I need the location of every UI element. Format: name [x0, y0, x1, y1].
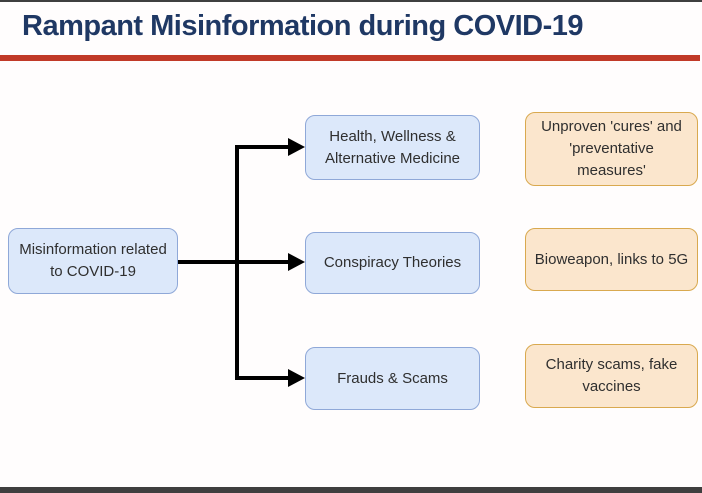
category-node-label: Frauds & Scams [337, 369, 448, 387]
example-node-label: Charity scams, fake vaccines [545, 356, 678, 395]
bottom-edge-bar [0, 487, 702, 493]
example-node-unproven-cures: Unproven 'cures' and 'preventative measu… [525, 112, 698, 186]
title-underline-rule [0, 55, 700, 61]
category-node-label: Conspiracy Theories [323, 254, 462, 272]
top-edge-bar [0, 0, 702, 2]
example-node-label: Bioweapon, links to 5G [534, 250, 689, 268]
page-title: Rampant Misinformation during COVID-19 [22, 10, 584, 42]
example-node-label: Unproven 'cures' and 'preventative measu… [541, 118, 682, 179]
category-node-frauds-scams: Frauds & Scams [305, 347, 480, 410]
category-node-label: Health, Wellness & Alternative Medicine [324, 127, 461, 167]
root-node-misinformation: Misinformation related to COVID-19 [8, 228, 178, 294]
category-node-conspiracy-theories: Conspiracy Theories [305, 232, 480, 294]
example-node-bioweapon-5g: Bioweapon, links to 5G [525, 228, 698, 291]
root-node-label: Misinformation related to COVID-19 [19, 241, 167, 280]
example-node-charity-scams: Charity scams, fake vaccines [525, 344, 698, 408]
category-node-health-wellness: Health, Wellness & Alternative Medicine [305, 115, 480, 180]
